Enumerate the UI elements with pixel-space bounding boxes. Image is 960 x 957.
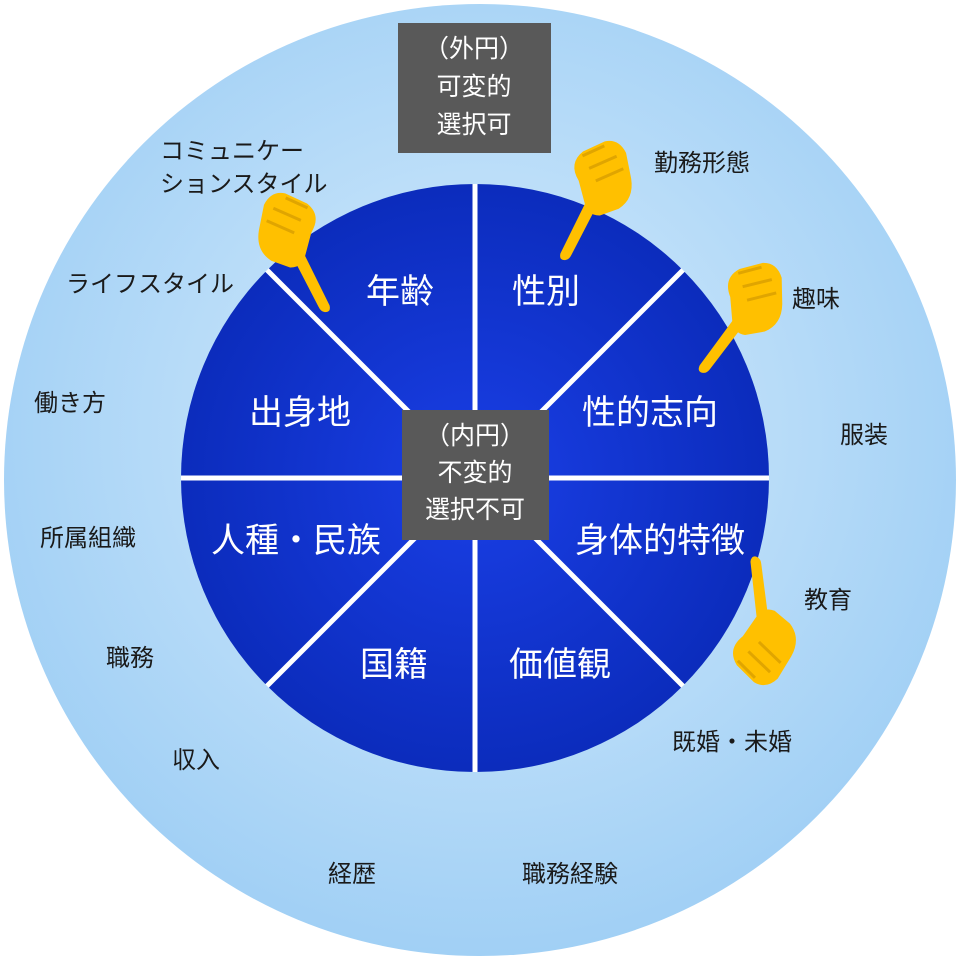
- outer-item-work-style: 勤務形態: [654, 149, 750, 177]
- outer-item-marital-status: 既婚・未婚: [672, 728, 792, 756]
- segment-label-physical-traits: 身体的特徴: [575, 521, 745, 561]
- outer-item-income: 収入: [172, 746, 220, 774]
- outer-item-clothing: 服装: [840, 421, 888, 449]
- outer-item-communication-2: ションスタイル: [160, 170, 328, 198]
- outer-box-line-3: 選択可: [436, 110, 511, 139]
- outer-box-line-2: 可変的: [436, 72, 511, 101]
- segment-label-nationality: 国籍: [360, 645, 428, 685]
- segment-label-race-ethnicity: 人種・民族: [211, 521, 381, 561]
- outer-item-communication-1: コミュニケー: [160, 137, 304, 165]
- segment-label-values: 価値観: [509, 645, 611, 685]
- outer-item-lifestyle: ライフスタイル: [66, 270, 234, 298]
- outer-box-line-1: （外円）: [424, 34, 524, 63]
- outer-item-work-experience: 職務経験: [522, 860, 618, 888]
- outer-item-way-of-working: 働き方: [34, 389, 106, 417]
- inner-circle-label-box: （内円） 不変的 選択不可: [402, 410, 549, 540]
- segment-label-age: 年齢: [366, 272, 434, 312]
- outer-circle-label-box: （外円） 可変的 選択可: [398, 23, 551, 153]
- segment-label-gender: 性別: [512, 272, 580, 312]
- outer-item-job-duties: 職務: [106, 644, 154, 672]
- inner-box-line-1: （内円）: [425, 421, 525, 450]
- segment-label-sexual-orientation: 性的志向: [582, 393, 718, 433]
- inner-box-line-3: 選択不可: [425, 495, 525, 524]
- inner-segment-labels: 年齢 性別 出身地 性的志向 人種・民族 身体的特徴 国籍 価値観: [211, 272, 745, 685]
- inner-box-line-2: 不変的: [437, 458, 512, 487]
- outer-item-labels: コミュニケー ションスタイル 勤務形態 ライフスタイル 趣味 働き方 服装 所属…: [34, 137, 888, 888]
- outer-item-organization: 所属組織: [40, 524, 136, 552]
- outer-item-education: 教育: [804, 586, 852, 614]
- outer-item-career-history: 経歴: [328, 860, 376, 888]
- segment-label-birthplace: 出身地: [249, 393, 351, 433]
- outer-item-hobby: 趣味: [792, 285, 840, 313]
